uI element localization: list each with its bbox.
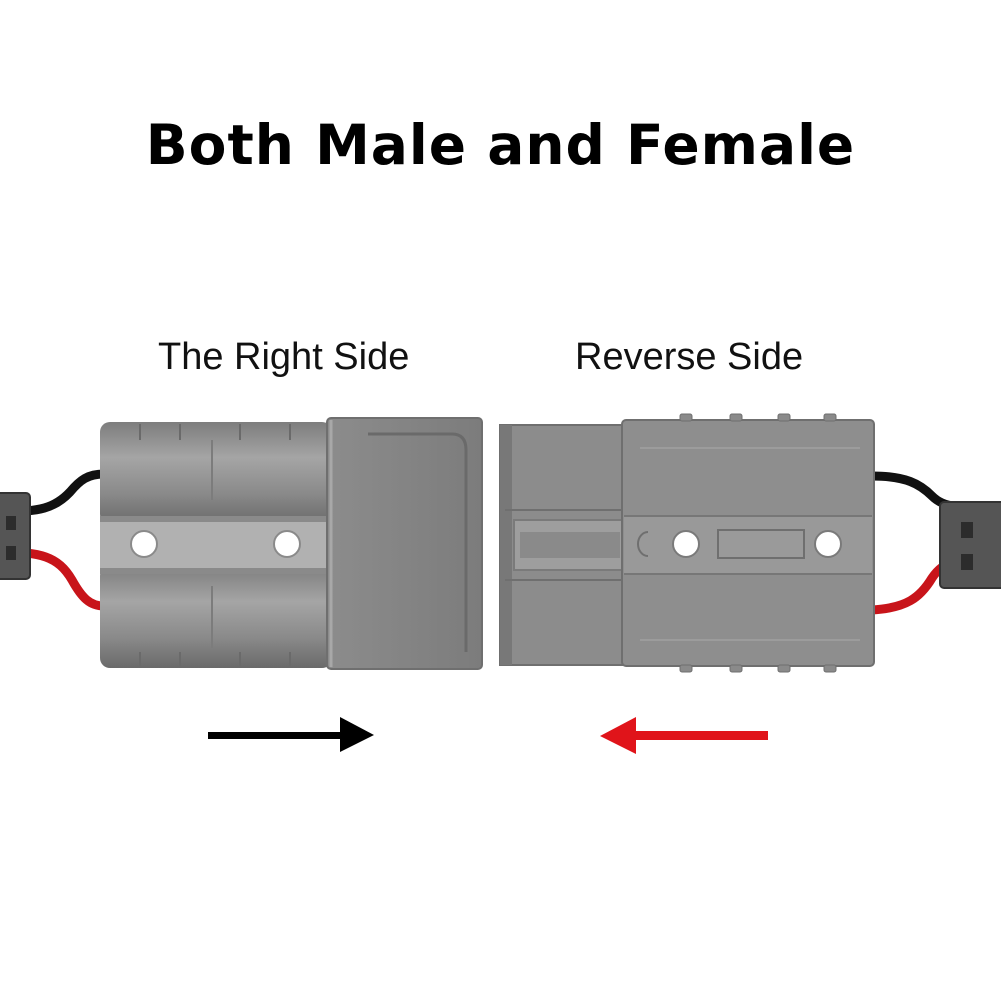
headline: Both Male and Female [145,113,856,177]
plug-left [0,492,31,580]
plug-right [939,501,1001,589]
arrow-right-icon [208,717,374,752]
label-right-side: The Right Side [158,336,410,378]
hole-left-1 [130,530,158,558]
hole-right-1 [672,530,700,558]
connector-right-side-icon [0,417,483,670]
hole-left-2 [273,530,301,558]
housing-flat-block-left [326,417,483,670]
label-reverse-side: Reverse Side [575,336,804,378]
housing-bottom-tube-left [100,566,332,668]
housing-top-tube-left [100,422,332,524]
slot-right [717,529,805,559]
hole-right-2 [814,530,842,558]
connector-reverse-side-icon [499,413,1001,673]
arrow-left-icon [600,717,768,754]
